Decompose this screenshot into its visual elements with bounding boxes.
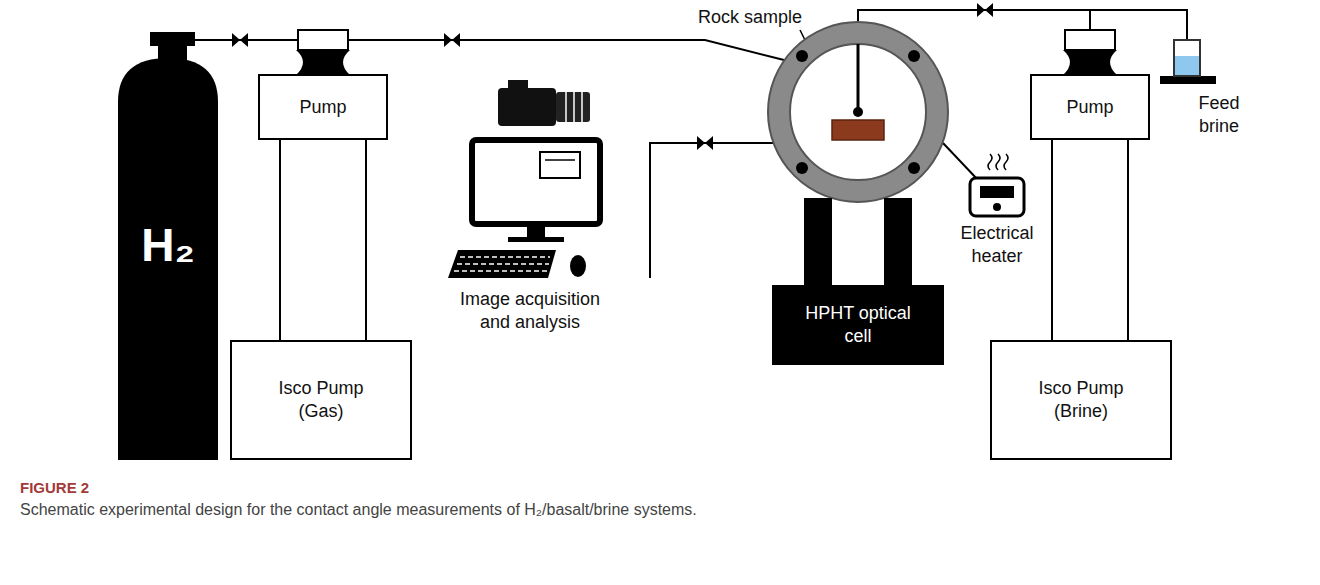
pump-body [1063, 50, 1117, 75]
lens-ring [573, 92, 575, 122]
text-holder: Isco Pump (Brine) [992, 342, 1170, 458]
optical-cell: HPHT optical cell [764, 20, 952, 365]
cell-leg [884, 198, 912, 288]
camera-lens [556, 92, 590, 122]
node-text: Isco Pump (Brine) [1021, 377, 1141, 424]
pump-body [296, 50, 350, 75]
keyboard [448, 250, 556, 278]
text-holder: Pump [1030, 75, 1150, 140]
cell-bolt [908, 50, 920, 62]
cell-leg [804, 198, 832, 288]
gas-cylinder: H₂ [118, 30, 218, 462]
pump-box: Pump [1030, 28, 1150, 140]
feed-tray [1160, 76, 1216, 84]
part-label: Image acquisition and analysis [450, 288, 610, 335]
pump-head [1065, 30, 1115, 50]
monitor-stand [527, 224, 545, 238]
keyboard-keys [457, 263, 549, 265]
pipe-line [280, 140, 366, 340]
pipe-path [858, 10, 1090, 30]
cell-bolt [796, 162, 808, 174]
pump-box-outline [1030, 28, 1150, 140]
droplet [853, 107, 863, 117]
caption: Schematic experimental design for the co… [20, 500, 1300, 521]
monitor [472, 140, 600, 224]
mouse [570, 255, 586, 277]
heater-panel [980, 186, 1014, 198]
screen-line [545, 159, 575, 161]
figure-number: FIGURE 2 [20, 478, 89, 498]
text-holder: H₂ [118, 30, 218, 462]
computer-icon [448, 140, 600, 278]
heat-wave [988, 154, 992, 170]
monitor-base [508, 237, 564, 242]
node-text: Pump [1066, 96, 1113, 119]
heat-wave [1004, 154, 1008, 170]
pipe-path [195, 39, 298, 41]
pipe-path [280, 140, 366, 340]
cylinder-cap [150, 32, 195, 46]
part-label: Electrical heater [950, 222, 1044, 269]
heater-body [970, 178, 1024, 216]
keyboard-keys [460, 256, 550, 258]
heater-wire [943, 143, 978, 180]
text-holder: Feed brine [1188, 90, 1250, 140]
heater-icon [970, 154, 1024, 216]
node-text: H₂ [141, 216, 195, 276]
pipe-line [348, 40, 784, 60]
node-text: HPHT optical cell [803, 302, 913, 349]
cell-window [790, 44, 926, 180]
pump-box: Pump [258, 28, 388, 140]
beaker-water [1174, 56, 1200, 76]
rock-sample [832, 120, 884, 140]
camera-body [498, 88, 556, 126]
needle [857, 44, 860, 108]
feed-brine: Feed brine [1160, 36, 1250, 146]
text-holder: Isco Pump (Gas) [232, 342, 410, 458]
pump-box-outline [258, 28, 388, 140]
text-holder: Pump [258, 75, 388, 140]
node-text: Feed brine [1190, 92, 1248, 139]
pipe-line [1052, 140, 1128, 340]
screen-window [540, 152, 580, 178]
cylinder-neck [158, 46, 187, 60]
node-text: Pump [299, 96, 346, 119]
pipe-path [858, 10, 1187, 40]
camera-top [508, 80, 528, 90]
pump-box [259, 75, 387, 139]
beaker [1174, 40, 1200, 76]
cell-base [772, 285, 944, 365]
heater-dial [993, 203, 1001, 211]
part-label: Rock sample [698, 6, 802, 29]
cell-ring [768, 22, 948, 202]
isco-pump-box: Isco Pump (Brine) [990, 340, 1172, 460]
pump-box [1031, 75, 1149, 139]
text-holder: HPHT optical cell [772, 285, 944, 365]
pipe-line [858, 10, 1187, 40]
isco-pump-box: Isco Pump (Gas) [230, 340, 412, 460]
cell-bolt [796, 50, 808, 62]
pipe-path [1052, 140, 1128, 340]
pipe-line [858, 10, 1090, 30]
signal-line [650, 143, 773, 278]
pipe-line [195, 40, 298, 41]
lens-ring [581, 92, 583, 122]
lens-ring [565, 92, 567, 122]
camera-icon [498, 80, 590, 126]
node-text: Isco Pump (Gas) [261, 377, 381, 424]
heat-wave [996, 154, 1000, 170]
pump-head [298, 30, 348, 50]
cell-bolt [908, 162, 920, 174]
keyboard-keys [454, 270, 547, 272]
pipe-path [348, 40, 784, 60]
cylinder-body [118, 58, 218, 460]
